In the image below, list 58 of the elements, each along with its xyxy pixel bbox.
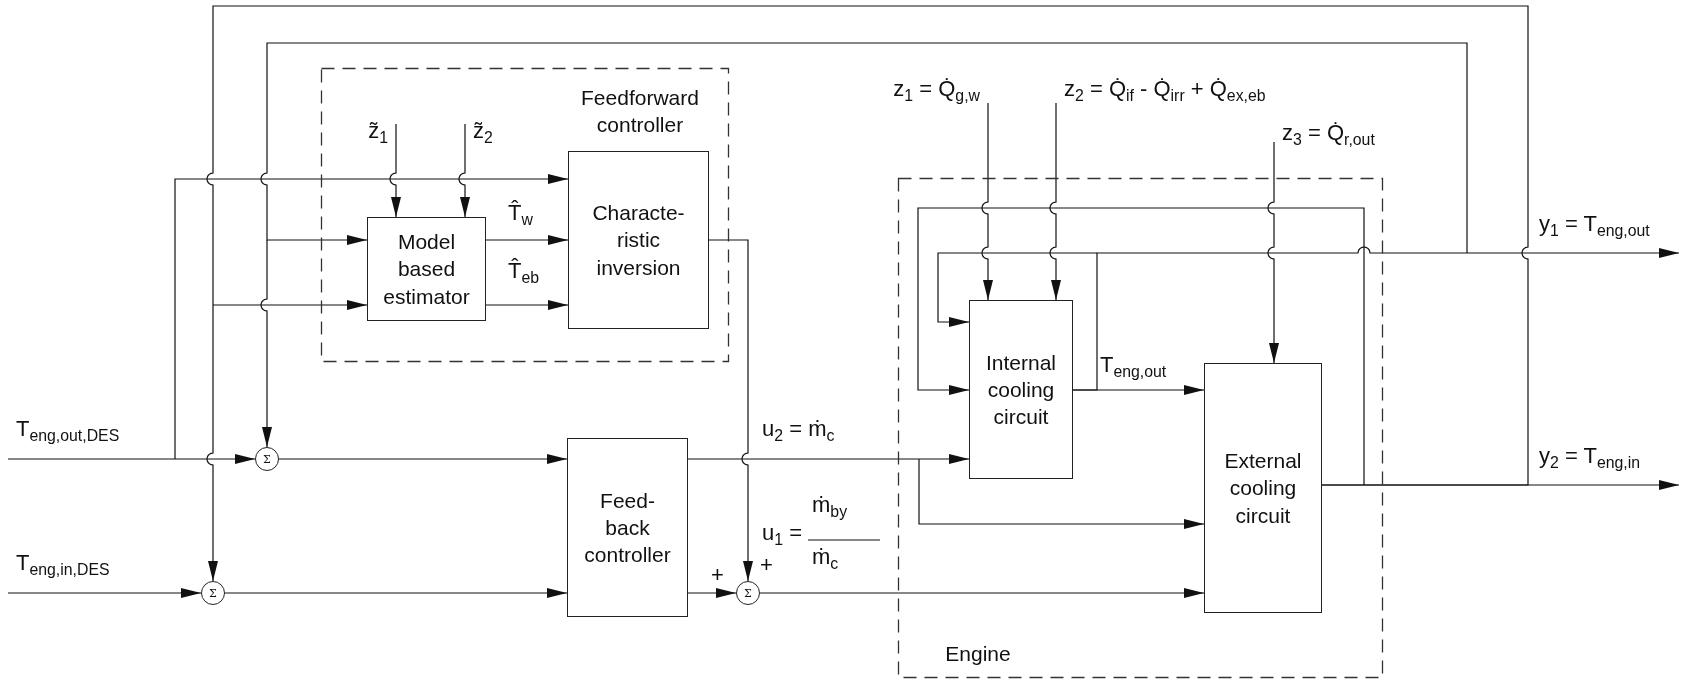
signal-label: z$_{2}$ = Q̇$_{if}$ - Q̇$_{irr}$ + Q̇$_{ex,eb}$ (1064, 76, 1266, 103)
signal-arrow (687, 454, 970, 464)
signal-label: z$_{1}$ = Q̇$_{g,w}$ (893, 76, 980, 103)
plus-sign: + (760, 552, 773, 578)
group-title: Feedforward controller (581, 85, 699, 139)
block-label: Model based estimator (383, 229, 470, 310)
signal-label: z̃$_{1}$ (368, 118, 388, 145)
signal-label: T$_{eng,out,DES}$ (16, 416, 120, 443)
signal-arrow (708, 239, 753, 582)
group-title: Engine (945, 641, 1011, 667)
signal-arrow (260, 239, 272, 448)
signal-arrow (937, 252, 1098, 327)
signal-label: z$_{3}$ = Q̇$_{r,out}$ (1282, 120, 1375, 147)
signal-arrow (1049, 102, 1061, 301)
signal-arrow (458, 123, 470, 218)
signal-label: y$_{2}$ = T$_{eng,in}$ (1539, 443, 1641, 470)
plus-sign: + (711, 562, 724, 588)
block-box (568, 151, 709, 329)
summing-junction (736, 581, 760, 605)
signal-arrow (1072, 246, 1680, 391)
signal-arrow (759, 588, 1205, 598)
signal-arrow (212, 300, 368, 310)
summing-junction (255, 447, 279, 471)
signal-label: T$_{eng,in,DES}$ (16, 550, 110, 577)
signal-arrow (174, 174, 569, 460)
signal-label: z̃$_{2}$ (473, 118, 493, 145)
signal-arrow (389, 123, 401, 218)
signal-arrow (687, 588, 737, 598)
block-box (1204, 363, 1322, 613)
signal-label: u$_{1}$ = (762, 520, 803, 546)
signal-arrow (917, 207, 1365, 486)
signal-arrow (918, 458, 1205, 529)
edge-label: T̂$_{eb}$ (508, 258, 540, 284)
signal-arrow (981, 102, 993, 301)
signal-arrow (485, 300, 569, 310)
signal-label: ṁ$_{by}$ (812, 492, 848, 518)
block-box (367, 217, 486, 321)
signal-arrow (7, 454, 256, 464)
signal-arrow (206, 5, 1529, 582)
signal-arrow (224, 588, 568, 598)
block-label: External cooling circuit (1224, 448, 1302, 529)
sigma-symbol: Σ (263, 453, 271, 465)
signal-label: y$_{1}$ = T$_{eng,out}$ (1539, 211, 1650, 238)
signal-label: ṁ$_{c}$ (812, 544, 839, 570)
block-label: Internal cooling circuit (985, 349, 1056, 431)
block-box (567, 438, 688, 617)
signal-arrow (260, 42, 1468, 254)
signal-arrow (485, 235, 569, 245)
sigma-symbol: Σ (744, 587, 752, 599)
signal-arrow (7, 588, 202, 598)
edge-label: T̂$_{w}$ (508, 200, 533, 226)
signal-arrow (278, 454, 568, 464)
sigma-symbol: Σ (209, 587, 217, 599)
block-label: Feed- back controller (584, 487, 671, 569)
block-box (969, 300, 1073, 479)
signal-arrow (1267, 141, 1279, 364)
block-label: Characte- ristic inversion (592, 200, 685, 281)
summing-junction (201, 581, 225, 605)
